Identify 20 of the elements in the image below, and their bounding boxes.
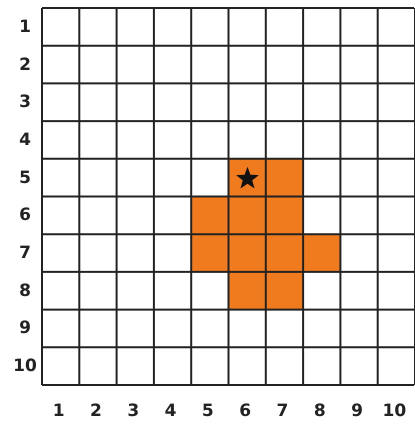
row-number: 4 — [18, 130, 32, 150]
column-number: 6 — [238, 401, 252, 421]
row-number: 1 — [18, 16, 32, 37]
column-number: 4 — [164, 401, 178, 421]
column-number: 10 — [382, 401, 408, 421]
column-number: 5 — [200, 401, 215, 421]
row-number: 8 — [18, 280, 32, 301]
column-number: 7 — [276, 401, 290, 421]
row-number: 6 — [18, 205, 32, 226]
row-number: 9 — [18, 318, 32, 338]
column-number: 8 — [312, 401, 327, 421]
row-number: 3 — [18, 92, 32, 112]
column-number: 3 — [126, 401, 140, 421]
column-number: 9 — [350, 401, 364, 421]
row-number: 10 — [12, 356, 38, 376]
row-number: 5 — [18, 168, 32, 188]
row-number: 2 — [18, 54, 32, 75]
row-number: 7 — [18, 243, 32, 264]
column-number: 1 — [52, 401, 66, 421]
column-number: 2 — [89, 401, 103, 421]
